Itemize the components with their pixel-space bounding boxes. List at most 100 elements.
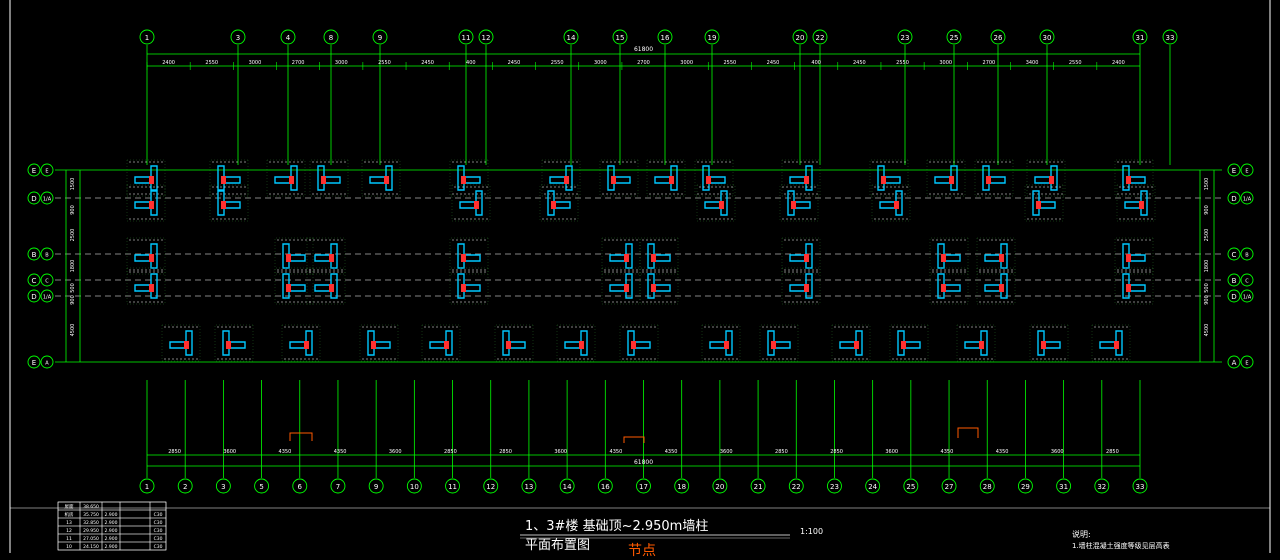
axis-label-right-inner: E bbox=[1245, 169, 1248, 175]
column-outline bbox=[1122, 243, 1146, 269]
column-zone bbox=[779, 184, 819, 222]
column-outline bbox=[457, 243, 481, 269]
column-core bbox=[941, 254, 946, 262]
axis-label-top: 22 bbox=[816, 34, 825, 42]
axis-bubble-right-inner bbox=[1240, 273, 1254, 287]
axis-bubble-right-inner bbox=[1240, 163, 1254, 177]
column-zone bbox=[309, 159, 349, 197]
column-core bbox=[149, 201, 154, 209]
axis-bubble-bottom bbox=[139, 478, 155, 494]
column-core bbox=[551, 201, 556, 209]
axis-bubble-left bbox=[27, 289, 41, 303]
wall-column bbox=[1026, 159, 1066, 197]
axis-bubble-bottom bbox=[941, 478, 957, 494]
column-core bbox=[149, 254, 154, 262]
column-core bbox=[669, 176, 674, 184]
dim-text-right: 4500 bbox=[1204, 324, 1210, 337]
axis-bubble-left bbox=[27, 163, 41, 177]
column-core bbox=[444, 341, 449, 349]
column-core bbox=[329, 284, 334, 292]
axis-bubble-top bbox=[323, 29, 339, 45]
column-outline bbox=[1037, 330, 1061, 356]
dim-text-top: 2550 bbox=[205, 60, 218, 66]
column-core bbox=[804, 176, 809, 184]
column-core bbox=[289, 176, 294, 184]
table-cell-text: C30 bbox=[154, 512, 163, 518]
wall-column bbox=[929, 237, 969, 275]
wall-column bbox=[976, 237, 1016, 275]
axis-bubble-left bbox=[27, 191, 41, 205]
notes-title: 说明: bbox=[1072, 530, 1091, 539]
dim-text-top: 2550 bbox=[378, 60, 391, 66]
column-zone bbox=[1091, 324, 1131, 362]
dim-text-bottom: 3600 bbox=[223, 449, 236, 455]
column-outline bbox=[547, 190, 571, 216]
column-zone bbox=[701, 324, 741, 362]
dim-text-top: 2450 bbox=[853, 60, 866, 66]
axis-bubble-top bbox=[1132, 29, 1148, 45]
wall-column bbox=[599, 159, 639, 197]
table-cell-text: 2.900 bbox=[105, 544, 118, 550]
axis-bubble-left-inner bbox=[40, 273, 54, 287]
column-core bbox=[1041, 341, 1046, 349]
column-outline bbox=[984, 273, 1008, 299]
column-zone bbox=[274, 237, 314, 275]
column-outline bbox=[282, 273, 306, 299]
drawing-frame bbox=[9, 0, 1271, 553]
table-cell bbox=[119, 509, 151, 519]
axis-bubble-top bbox=[812, 29, 828, 45]
table-cell-text: C30 bbox=[154, 520, 163, 526]
column-core bbox=[631, 341, 636, 349]
column-core bbox=[184, 341, 189, 349]
column-outline bbox=[367, 330, 391, 356]
wall-column bbox=[929, 267, 969, 305]
column-core bbox=[651, 284, 656, 292]
column-zone bbox=[1114, 267, 1154, 305]
wall-column bbox=[871, 184, 911, 222]
axis-label-bottom: 13 bbox=[524, 483, 533, 491]
column-zone bbox=[161, 324, 201, 362]
axis-bubble-right bbox=[1227, 289, 1241, 303]
column-zone bbox=[449, 267, 489, 305]
elevation-marker bbox=[623, 436, 645, 443]
axis-bubble-top bbox=[280, 29, 296, 45]
wall-column bbox=[309, 159, 349, 197]
column-outline bbox=[789, 243, 813, 269]
drawing-scale: 1:100 bbox=[800, 527, 824, 536]
wall-columns bbox=[126, 159, 1156, 362]
axis-label-left: E bbox=[32, 359, 36, 367]
wall-column bbox=[976, 267, 1016, 305]
axis-label-left-inner: C bbox=[45, 279, 49, 285]
axis-label-bottom: 29 bbox=[1021, 483, 1030, 491]
wall-column bbox=[889, 324, 929, 362]
wall-column bbox=[781, 237, 821, 275]
column-core bbox=[371, 341, 376, 349]
dim-text-left: 1800 bbox=[70, 260, 76, 273]
column-zone bbox=[601, 237, 641, 275]
axis-label-top: 25 bbox=[950, 34, 959, 42]
axis-label-top: 3 bbox=[236, 34, 240, 42]
wall-column bbox=[696, 184, 736, 222]
table-cell-text: C30 bbox=[154, 544, 163, 550]
column-core bbox=[881, 176, 886, 184]
column-outline bbox=[789, 273, 813, 299]
table-cell-text: C30 bbox=[154, 528, 163, 534]
column-zone bbox=[889, 324, 929, 362]
column-outline bbox=[877, 165, 901, 191]
wall-column bbox=[306, 267, 346, 305]
wall-column bbox=[1029, 324, 1069, 362]
dim-text-left: 2500 bbox=[70, 229, 76, 242]
table-cell-text: 机房 bbox=[65, 511, 74, 518]
dim-text-top: 3000 bbox=[680, 60, 693, 66]
axis-label-bottom: 25 bbox=[906, 483, 915, 491]
notes-line: 1.墙柱混凝土强度等级见层高表 bbox=[1072, 542, 1170, 550]
axis-bubble-top bbox=[990, 29, 1006, 45]
column-core bbox=[1036, 201, 1041, 209]
axis-label-right-inner: 1/A bbox=[1243, 295, 1252, 301]
column-core bbox=[624, 284, 629, 292]
wall-column bbox=[1091, 324, 1131, 362]
table-cell-text: 35.750 bbox=[83, 512, 99, 518]
axis-label-right: C bbox=[1232, 251, 1237, 259]
wall-column bbox=[361, 159, 401, 197]
